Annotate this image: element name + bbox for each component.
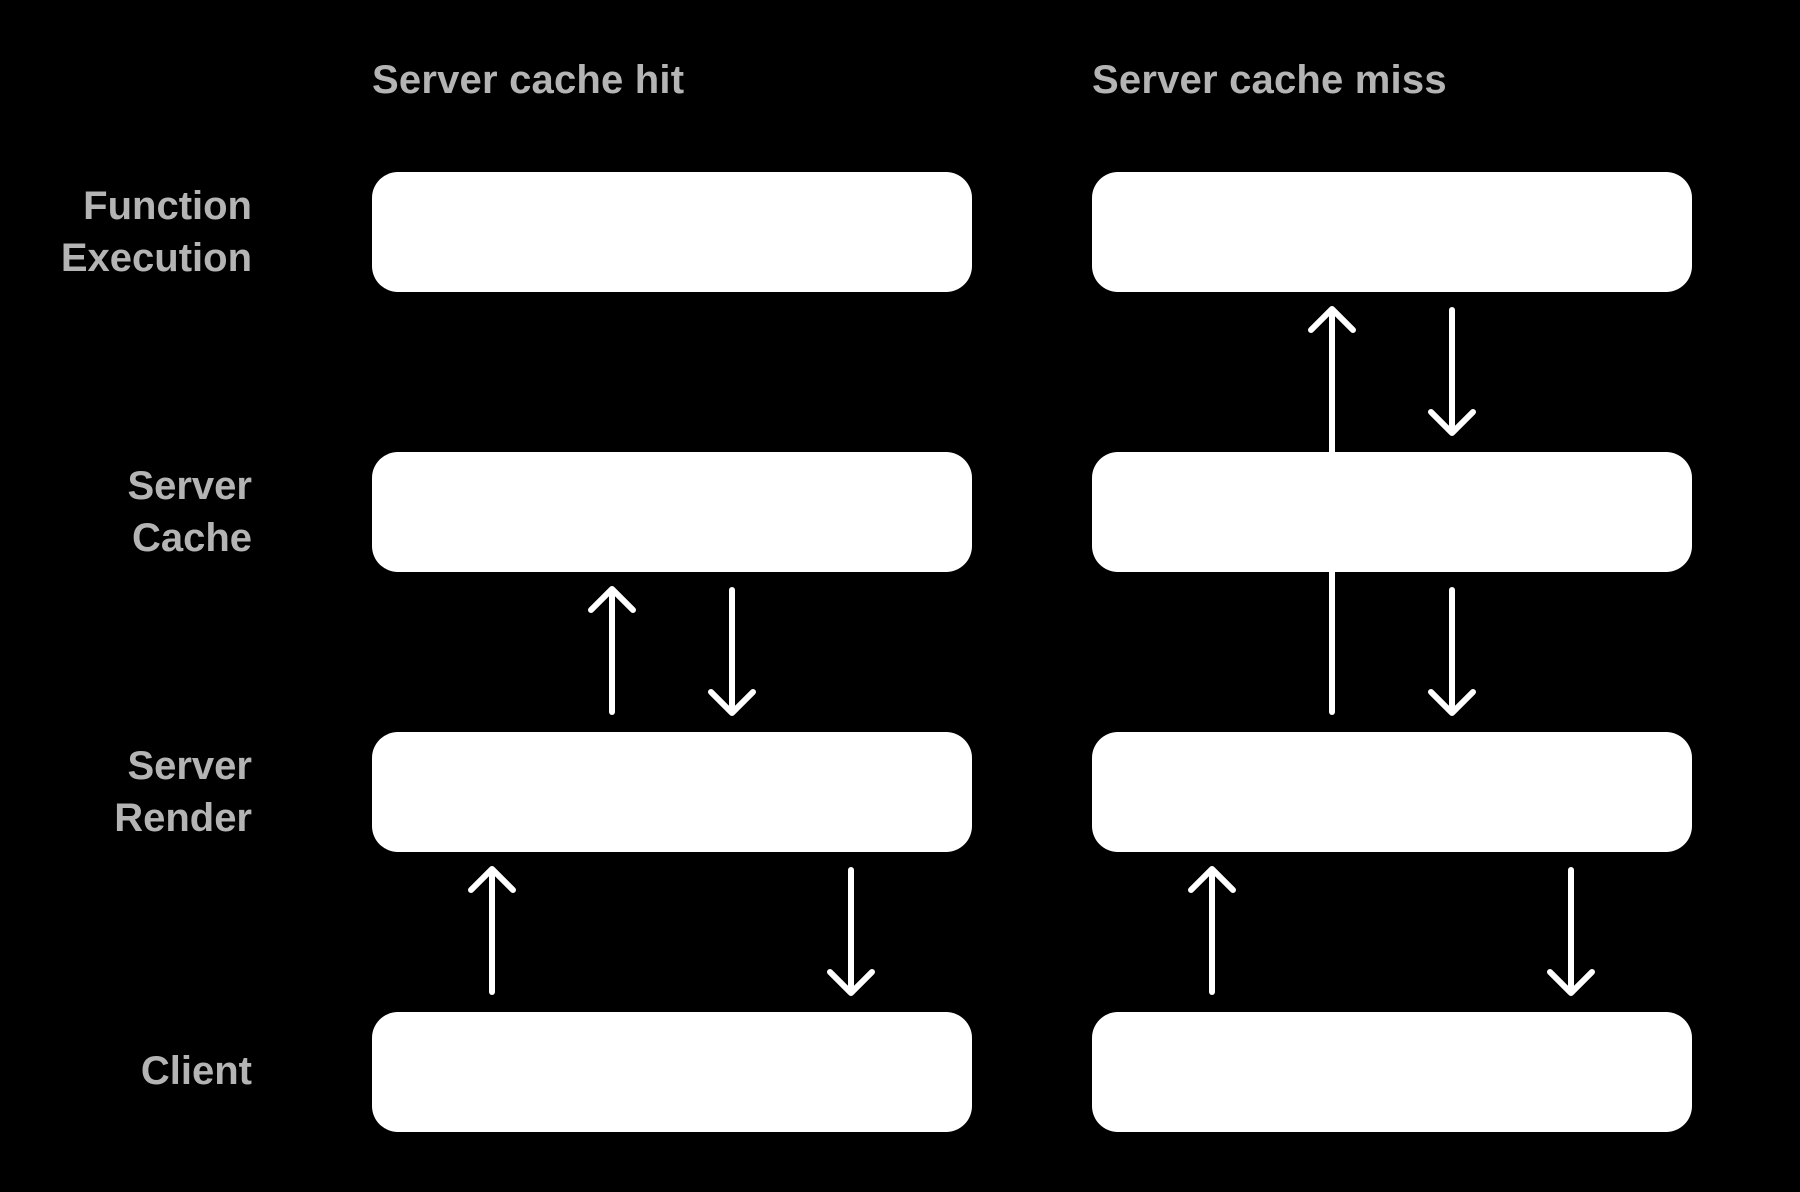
row-label-server-cache-line2: Cache (131, 516, 252, 560)
miss-function-to-cache-arrow (1428, 307, 1476, 436)
miss-server-render-box (1092, 732, 1692, 852)
row-label-server-cache: Server Cache (22, 460, 252, 564)
hit-server-render-box (372, 732, 972, 852)
hit-client-box (372, 1012, 972, 1132)
row-label-function-execution: Function Execution (22, 180, 252, 284)
hit-cache-to-render-arrow (708, 587, 756, 716)
miss-cache-to-render-arrow (1428, 587, 1476, 716)
miss-function-execution-box (1092, 172, 1692, 292)
miss-client-box (1092, 1012, 1692, 1132)
hit-render-to-client-arrow (827, 867, 875, 996)
hit-server-cache-box (372, 452, 972, 572)
miss-client-to-render-arrow (1188, 866, 1236, 995)
row-label-function-execution-line2: Execution (60, 236, 252, 280)
row-label-server-cache-line1: Server (127, 464, 252, 508)
row-label-client: Client (22, 1045, 252, 1097)
row-label-server-render-line2: Render (114, 796, 252, 840)
miss-server-cache-box (1092, 452, 1692, 572)
hit-client-to-render-arrow (468, 866, 516, 995)
column-title-cache-hit: Server cache hit (372, 58, 685, 102)
row-label-function-execution-line1: Function (83, 184, 252, 228)
miss-render-to-client-arrow (1547, 867, 1595, 996)
hit-render-to-cache-arrow (588, 586, 636, 715)
row-label-server-render: Server Render (22, 740, 252, 844)
row-label-server-render-line1: Server (127, 744, 252, 788)
miss-render-to-function-arrow (1308, 306, 1356, 715)
column-title-cache-miss: Server cache miss (1092, 58, 1447, 102)
row-label-client-line1: Client (140, 1049, 252, 1093)
hit-function-execution-box (372, 172, 972, 292)
